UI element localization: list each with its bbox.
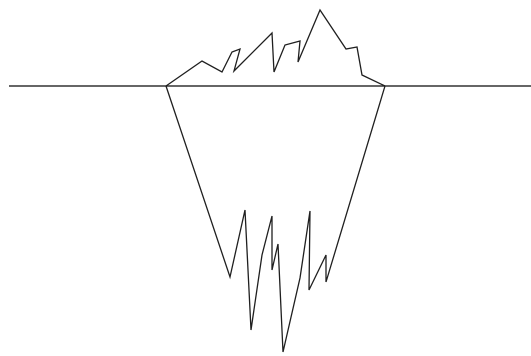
iceberg-submerged <box>166 86 385 352</box>
iceberg-tip <box>166 10 385 86</box>
